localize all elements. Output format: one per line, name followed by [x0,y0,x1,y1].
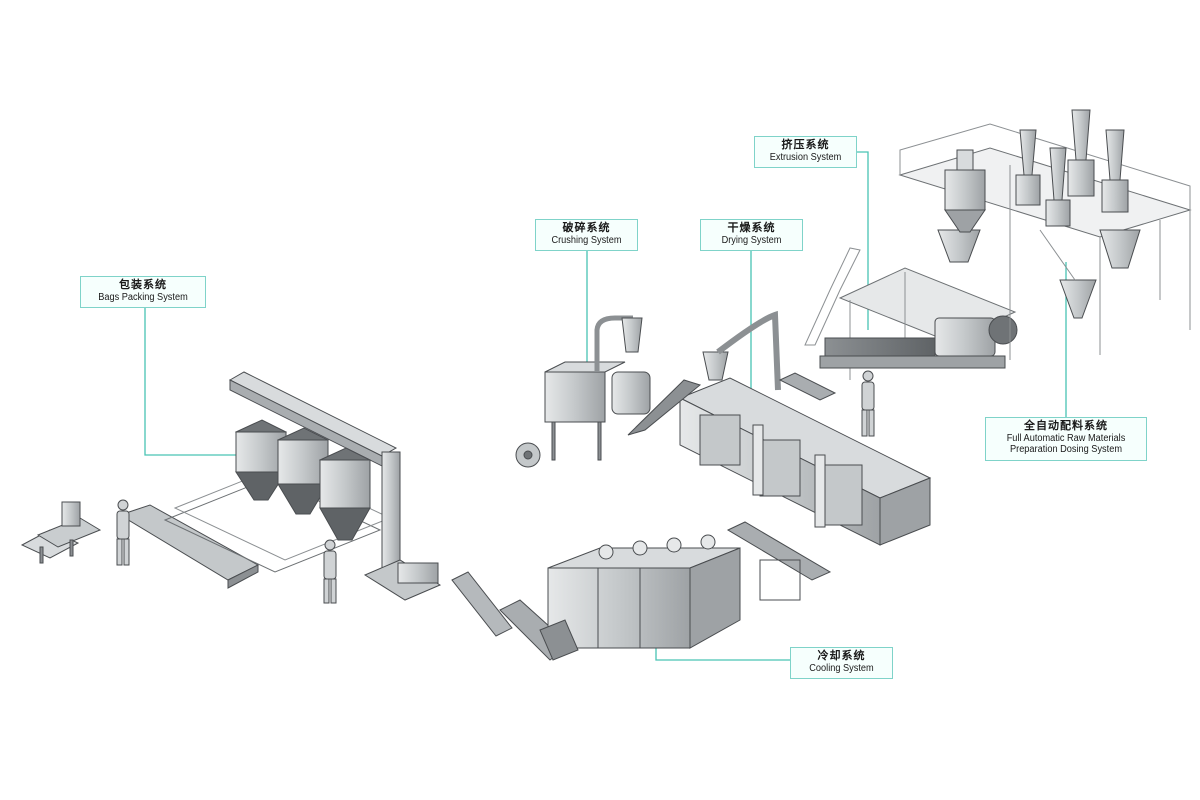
collector-leg [597,421,602,461]
packing-conveyor [118,504,260,581]
dryer-duct [752,424,764,496]
extruder-barrel [824,337,936,357]
bags-packing-system [20,371,571,661]
packing-conveyor-side [227,564,259,589]
dryer-section [819,464,863,526]
packing-hopper [318,447,372,541]
dryer-section [699,414,741,466]
leader-lines [144,151,1067,661]
callout-drying-system: 干燥系统 Drying System [700,219,803,251]
extruder-to-dryer-conveyor [778,372,837,401]
extruder-pulley [988,315,1018,345]
callout-en-label: Crushing System [551,234,622,246]
platform-rail [163,477,382,573]
crusher-pipe [594,315,633,372]
dryer-stand [759,559,801,601]
dryer-duct [814,454,826,528]
beam-column [381,451,401,573]
callout-en-label: Drying System [721,234,782,246]
incline-conveyor [451,571,513,637]
dosing-railing [899,123,1191,210]
dryer-cyclone [702,351,729,381]
callout-cooling-system: 冷却系统 Cooling System [790,647,893,679]
cooler-fan [666,537,682,553]
drying-system [678,310,932,601]
dryer-section [759,439,801,497]
callout-en-label: Cooling System [809,662,874,674]
cooler-side [689,547,741,649]
crusher-conveyor [627,379,702,436]
callout-bags-packing-system: 包装系统 Bags Packing System [80,276,206,308]
callout-dosing-system: 全自动配料系统 Full Automatic Raw Materials Pre… [985,417,1147,461]
ingredient-bin [1045,147,1071,227]
operator-figure [116,499,130,566]
callout-en-label: Preparation Dosing System [1009,444,1122,456]
packing-hopper [276,427,330,515]
ingredient-bin [944,149,986,233]
ingredient-bin [1015,129,1041,206]
dryer-outfeed-conveyor [726,521,832,581]
mixer-cone [1059,279,1097,319]
dust-collector-top [544,361,626,373]
blower-fan-hub [523,450,533,460]
packing-table-leg [39,546,44,564]
callout-cn-label: 全自动配料系统 [1024,419,1108,432]
transfer-box [397,562,439,584]
extrusion-operator [861,370,875,437]
bag-sewing-machine [61,501,81,527]
callout-crushing-system: 破碎系统 Crushing System [535,219,638,251]
cooler-fan [700,534,716,550]
extruder-motor [934,317,996,357]
dosing-platform [898,147,1192,238]
cooling-system [539,534,741,661]
cooler-fan [598,544,614,560]
callout-cn-label: 破碎系统 [562,221,611,234]
callout-en-label: Full Automatic Raw Materials [1006,432,1126,444]
callout-extrusion-system: 挤压系统 Extrusion System [754,136,857,168]
ingredient-bin [1101,129,1129,213]
callout-cn-label: 干燥系统 [727,221,776,234]
callout-cn-label: 包装系统 [119,278,167,291]
ingredient-bin [1067,109,1095,197]
dust-collector [544,371,606,423]
crusher-cyclone [621,317,643,353]
weighing-hopper [1099,229,1141,269]
stair-rail [804,247,861,346]
cooler-infeed [539,619,579,661]
conditioner-hopper [937,229,981,263]
leader-packing [144,308,244,456]
packing-table-leg [69,539,74,557]
callout-cn-label: 挤压系统 [781,138,830,151]
callout-cn-label: 冷却系统 [817,649,866,662]
cooler-fan [632,540,648,556]
callout-en-label: Bags Packing System [98,291,188,303]
dryer-pipe [716,310,781,391]
dosing-system [898,109,1192,360]
operator-figure [323,539,337,604]
crushing-system [515,315,702,468]
dryer-side [879,477,931,546]
crusher-tank [611,371,651,415]
extruder-base [819,355,1006,369]
leader-extrusion [857,151,869,330]
callout-en-label: Extrusion System [769,151,842,163]
extrusion-system [804,229,1018,437]
collector-leg [551,421,556,461]
